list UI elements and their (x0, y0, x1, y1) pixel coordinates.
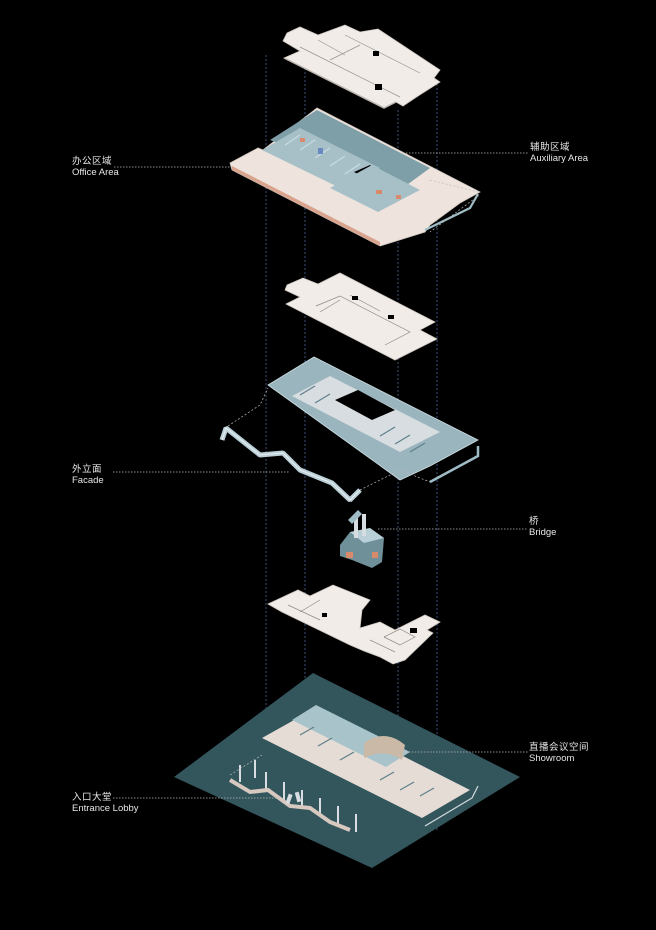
label-facade-en: Facade (72, 475, 104, 486)
label-showroom-zh: 直播会议空间 (529, 742, 590, 753)
office-floor (229, 107, 481, 247)
label-auxiliary-area-en: Auxiliary Area (530, 153, 589, 164)
label-auxiliary-area: 辅助区域 Auxiliary Area (530, 142, 588, 164)
roof-slab (282, 24, 441, 109)
label-entrance-lobby-zh: 入口大堂 (72, 792, 113, 803)
facade-floor (219, 356, 480, 502)
label-entrance-lobby-en: Entrance Lobby (72, 803, 139, 814)
label-facade-zh: 外立面 (72, 464, 103, 475)
slab-2 (284, 272, 438, 361)
label-showroom-en: Showroom (529, 753, 575, 764)
label-showroom: 直播会议空间 Showroom (529, 742, 589, 764)
slab-1 (267, 584, 441, 665)
bridge-object (340, 510, 384, 568)
label-entrance-lobby: 入口大堂 Entrance Lobby (72, 792, 139, 814)
label-facade: 外立面 Facade (72, 464, 104, 486)
label-office-area-zh: 办公区域 (72, 156, 113, 167)
label-auxiliary-area-zh: 辅助区域 (530, 142, 571, 153)
label-bridge: 桥 Bridge (529, 516, 556, 538)
label-office-area: 办公区域 Office Area (72, 156, 119, 178)
label-bridge-zh: 桥 (529, 516, 540, 527)
label-office-area-en: Office Area (72, 167, 119, 178)
leader-lines (113, 152, 528, 799)
label-bridge-en: Bridge (529, 527, 557, 538)
ground-floor (174, 673, 520, 868)
